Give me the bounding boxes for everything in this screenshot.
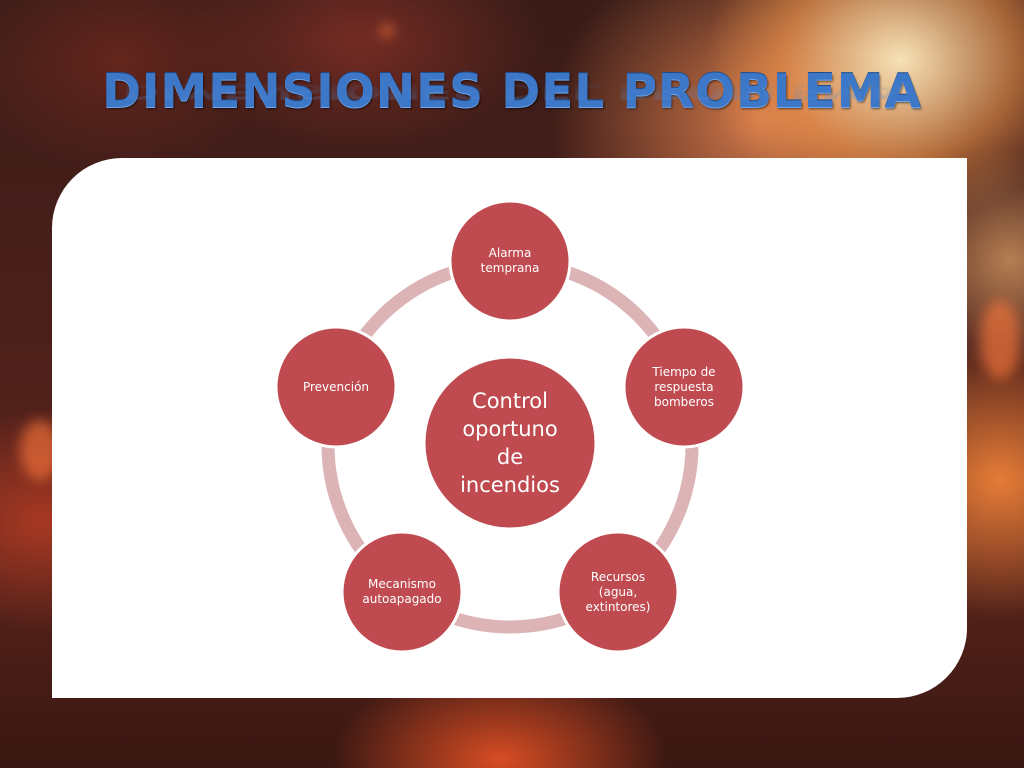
- node-circle-alarma: [448, 199, 572, 323]
- slide-title: DIMENSIONES DEL PROBLEMA: [102, 64, 922, 118]
- node-circle-recursos: [556, 530, 680, 654]
- node-label-recursos: Recursos (agua, extintores): [585, 569, 651, 614]
- node-circle-tiempo: [622, 325, 746, 449]
- node-label-tiempo: Tiempo de respuesta bomberos: [652, 364, 716, 409]
- node-circle-prevencion: [274, 325, 398, 449]
- node-label-prevencion: Prevención: [302, 379, 370, 394]
- center-label: Control oportuno de incendios: [460, 389, 560, 497]
- node-label-alarma: Alarma temprana: [480, 246, 540, 275]
- center-circle: [422, 355, 598, 531]
- node-label-mecanismo: Mecanismo autoapagado: [362, 577, 442, 606]
- node-circle-mecanismo: [340, 530, 464, 654]
